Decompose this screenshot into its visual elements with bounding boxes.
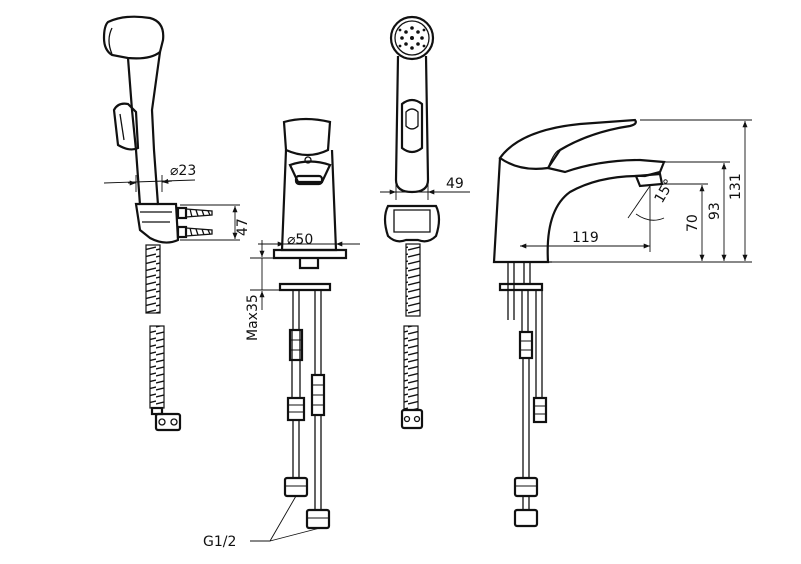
dim-lever-height: 93 xyxy=(707,202,723,220)
wall-anchor-lower xyxy=(176,225,213,239)
spray-nozzles xyxy=(398,26,426,50)
dim-connection-thread: G1/2 xyxy=(203,534,236,550)
mixer-front-view xyxy=(250,117,360,542)
wall-anchor-upper xyxy=(176,206,213,220)
mixer-side-view xyxy=(492,118,752,528)
dim-spout-angle: 15° xyxy=(652,176,678,206)
dim-max-deck-thickness: Max35 xyxy=(245,294,261,341)
hand-shower-front-view xyxy=(380,15,470,430)
dim-spout-height: 70 xyxy=(685,214,701,232)
dim-base-diameter: ⌀50 xyxy=(287,232,313,248)
dim-spout-reach: 119 xyxy=(572,230,599,246)
hand-shower-side-view xyxy=(102,15,240,432)
dim-bracket-height: 47 xyxy=(235,218,251,236)
dim-hand-shower-width: 49 xyxy=(446,176,464,192)
dim-hose-diameter: ⌀23 xyxy=(170,163,196,179)
dim-total-height: 131 xyxy=(728,173,744,200)
